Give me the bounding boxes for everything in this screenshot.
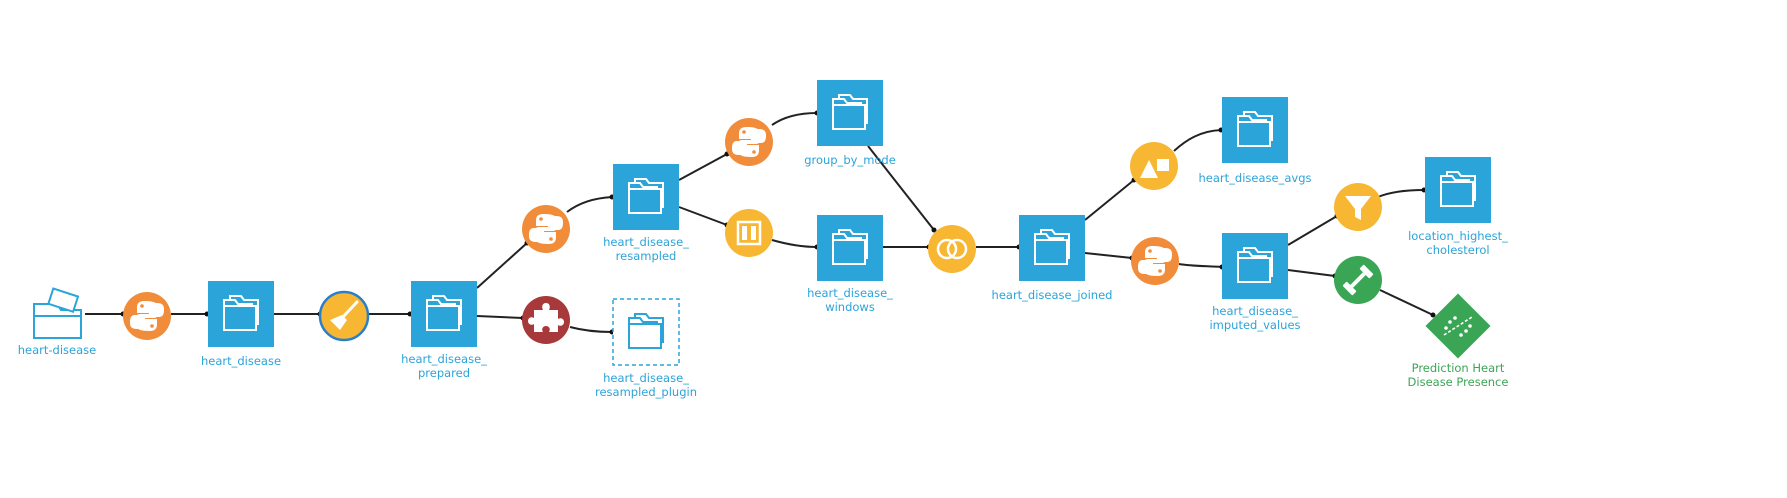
python-recipe[interactable] — [725, 118, 773, 166]
dataset-label: heart_disease_resampled — [603, 235, 689, 263]
dataset-location-highest-cholesterol[interactable] — [1425, 157, 1491, 223]
python-recipe[interactable] — [1131, 237, 1179, 285]
edge — [678, 206, 728, 226]
edge — [1084, 252, 1133, 259]
join-icon — [936, 238, 968, 260]
dataset-label: heart_disease_prepared — [401, 352, 487, 380]
dataset-heart-disease[interactable] — [208, 281, 274, 347]
dataset-heart-disease-windows[interactable] — [817, 215, 883, 281]
dataset-label: heart_disease_resampled_plugin — [595, 371, 697, 399]
dataset-label: heart_disease_imputed_values — [1209, 304, 1300, 332]
window-icon — [736, 220, 762, 246]
edge — [1287, 269, 1336, 277]
train-recipe[interactable] — [1334, 256, 1382, 304]
filter-recipe[interactable] — [1334, 183, 1382, 231]
dataset-heart-disease-joined[interactable] — [1019, 215, 1085, 281]
dataset-label: heart_disease_joined — [992, 288, 1113, 302]
edge — [566, 196, 613, 213]
edge — [569, 326, 613, 333]
upload-folder-icon — [33, 287, 82, 339]
dataset-group-by-mode[interactable] — [817, 80, 883, 146]
dataset-label: heart_disease_windows — [807, 286, 893, 314]
edge — [476, 315, 524, 319]
edge — [1178, 263, 1223, 268]
split-icon — [1140, 157, 1171, 178]
prepare-recipe[interactable] — [318, 290, 370, 342]
edge — [1287, 215, 1338, 246]
edge — [771, 112, 818, 126]
edge — [476, 242, 528, 289]
join-recipe[interactable] — [928, 225, 976, 273]
edge — [771, 239, 818, 248]
dataset-heart-disease-prepared[interactable] — [411, 281, 477, 347]
edge — [1377, 189, 1425, 198]
flow-edges — [85, 112, 1434, 333]
dumbbell-icon — [1342, 264, 1374, 296]
dataset-heart-disease-imputed-values[interactable] — [1222, 233, 1288, 299]
edge — [678, 153, 728, 181]
edge — [1084, 179, 1135, 221]
dataset-heart-disease-source[interactable] — [33, 287, 82, 339]
edge — [1173, 129, 1222, 152]
edge — [867, 145, 935, 231]
dataset-heart-disease-avgs[interactable] — [1222, 97, 1288, 163]
dataset-heart-disease-resampled[interactable] — [613, 164, 679, 230]
edge — [1379, 289, 1434, 316]
broom-icon — [330, 300, 359, 330]
dataset-label: heart_disease — [201, 354, 281, 368]
dataset-heart-disease-resampled-plugin[interactable] — [612, 298, 680, 366]
saved-model-prediction[interactable] — [1425, 293, 1491, 359]
dataset-label: location_highest_cholesterol — [1408, 229, 1508, 257]
python-recipe[interactable] — [522, 205, 570, 253]
dataset-label: heart-disease — [18, 343, 96, 357]
split-recipe[interactable] — [1130, 142, 1178, 190]
python-recipe[interactable] — [123, 292, 171, 340]
plugin-recipe[interactable] — [522, 296, 570, 344]
dataset-label: heart_disease_avgs — [1199, 171, 1312, 185]
window-recipe[interactable] — [725, 209, 773, 257]
funnel-icon — [1345, 196, 1371, 220]
dataset-label: group_by_mode — [804, 153, 896, 167]
puzzle-icon — [528, 303, 564, 332]
